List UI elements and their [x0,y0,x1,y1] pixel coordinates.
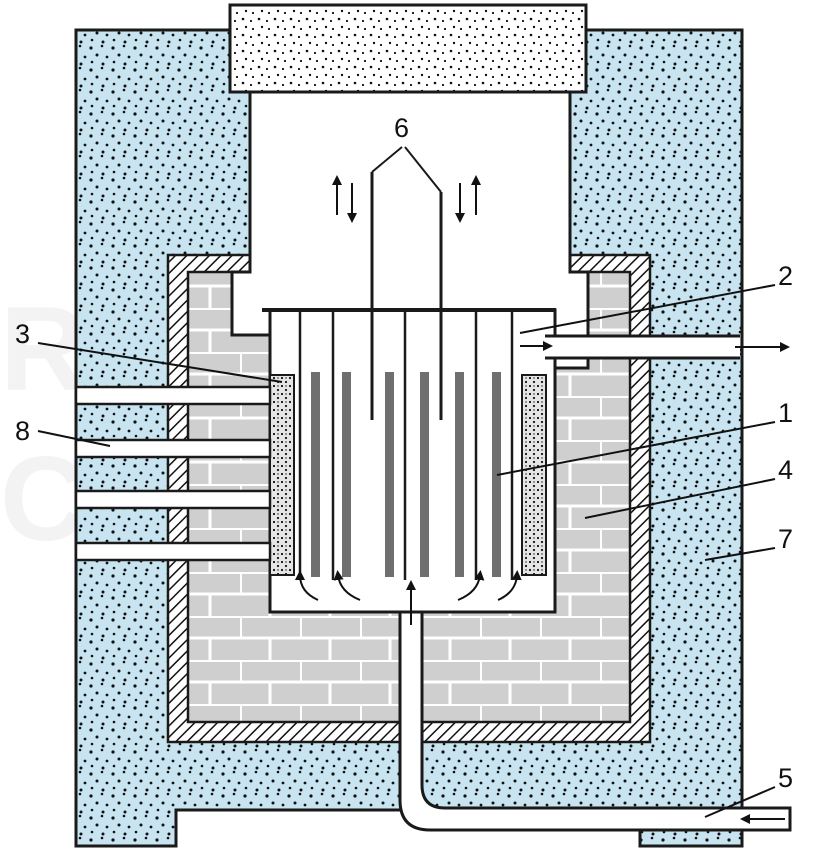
fuel-rod [420,372,429,577]
reflector-left [269,374,295,576]
horizontal-channel [74,385,272,406]
horizontal-channel [74,438,272,459]
label-1: 1 [778,398,793,428]
coolant-flow-arrows [295,570,522,601]
control-rods [370,172,443,420]
inlet-pipe [398,580,792,832]
fuel-rod [455,372,464,577]
outlet-pipe [520,334,790,360]
fuel-rod [385,372,394,577]
leader-line-7 [704,547,776,561]
leader-line-1 [496,421,776,476]
leader-line-4 [584,478,776,519]
top-lid-plug [228,3,588,94]
fuel-rod [342,372,351,577]
watermark: R C [0,282,87,566]
flow-arrow-icon [497,570,522,601]
leader-line-2 [519,284,776,334]
leader-lines [37,284,776,818]
fuel-rods [311,372,501,577]
fuel-rod [311,372,320,577]
flow-arrow-icon [457,570,485,601]
leader-line-8 [37,430,111,447]
label-6: 6 [394,113,409,143]
control-rod-leaders [371,146,442,193]
flow-arrow-icon [295,570,319,601]
leader-line-5 [704,786,776,818]
label-2: 2 [778,261,793,291]
horizontal-channel [74,489,272,510]
horizontal-channel [74,541,272,562]
label-4: 4 [778,455,793,485]
label-7: 7 [778,524,793,554]
svg-text:C: C [0,432,87,566]
reflector-right [521,374,547,576]
horizontal-channels [74,385,272,562]
label-5: 5 [778,763,793,793]
flow-arrow-icon [333,570,361,601]
leader-line-3 [37,342,283,383]
fuel-rod [492,372,501,577]
label-3: 3 [15,319,30,349]
label-8: 8 [15,416,30,446]
channel-tubes [298,312,514,580]
control-rod-motion-arrows [332,175,481,223]
